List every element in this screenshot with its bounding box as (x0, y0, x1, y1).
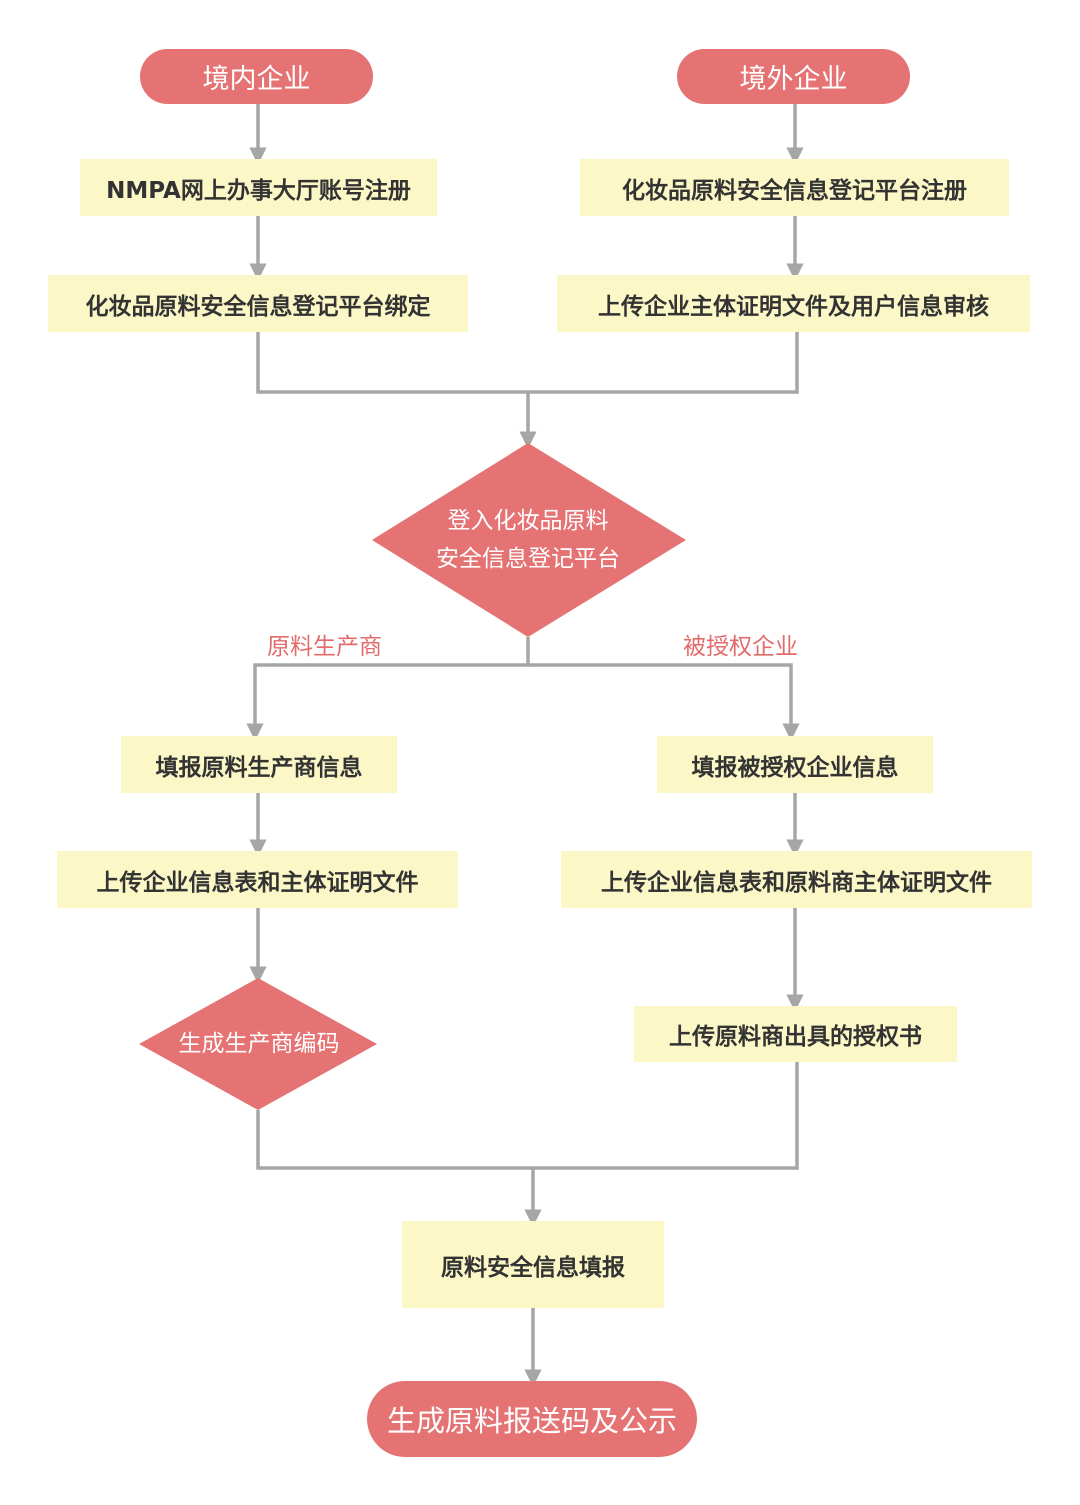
upload-authorization-box: 上传原料商出具的授权书 (634, 1006, 957, 1062)
upload-info-sheet-box: 上传企业信息表和主体证明文件 (57, 851, 458, 908)
upload-enterprise-proof-box: 上传企业主体证明文件及用户信息审核 (557, 275, 1030, 332)
login-decision-label: 登入化妆品原料 安全信息登记平台 (410, 500, 646, 580)
end-generate-code: 生成原料报送码及公示 (367, 1381, 697, 1457)
platform-bind-box: 化妆品原料安全信息登记平台绑定 (48, 275, 468, 332)
producer-code-diamond (139, 978, 377, 1110)
login-decision-line1: 登入化妆品原料 (447, 508, 609, 534)
fill-producer-info-box: 填报原料生产商信息 (121, 736, 397, 793)
branch-label-authorized: 被授权企业 (683, 634, 798, 660)
upload-supplier-proof-box: 上传企业信息表和原料商主体证明文件 (561, 851, 1032, 908)
branch-label-producer: 原料生产商 (267, 634, 382, 660)
start-overseas-enterprise: 境外企业 (677, 49, 910, 104)
start-domestic-enterprise: 境内企业 (140, 49, 373, 104)
producer-code-label: 生成生产商编码 (178, 1031, 340, 1057)
login-decision-diamond (372, 443, 686, 637)
nmpa-account-register-box: NMPA网上办事大厅账号注册 (80, 159, 437, 216)
safety-info-fill-box: 原料安全信息填报 (402, 1221, 664, 1308)
platform-register-box: 化妆品原料安全信息登记平台注册 (580, 159, 1009, 216)
fill-authorized-info-box: 填报被授权企业信息 (657, 736, 933, 793)
login-decision-line2: 安全信息登记平台 (436, 546, 620, 572)
